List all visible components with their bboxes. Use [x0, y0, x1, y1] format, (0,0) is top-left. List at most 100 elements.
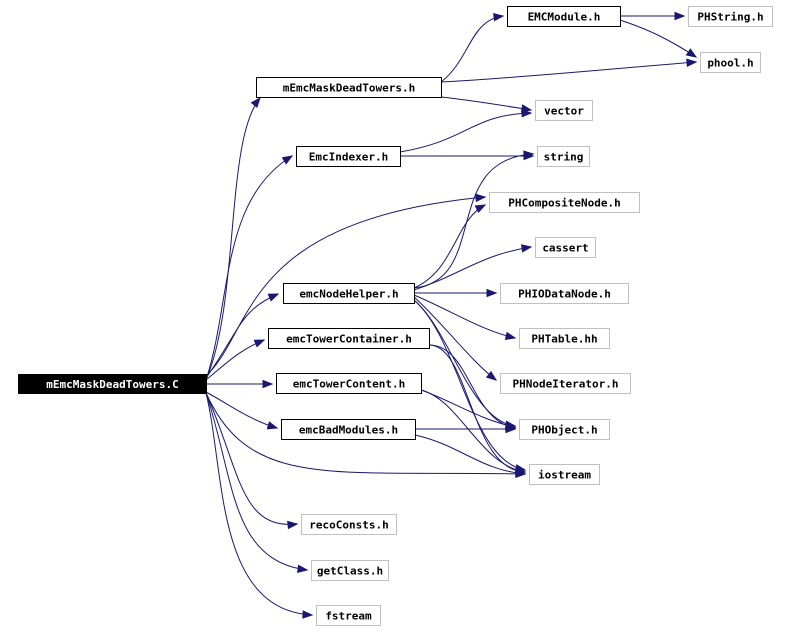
edge-emcbadmodules-to-phobject — [414, 424, 517, 434]
node-phobject: PHObject.h — [519, 419, 610, 440]
edge-root-to-emctowercontainer — [205, 339, 266, 381]
edge-emctowercontainer-to-iostream — [428, 344, 527, 476]
edge-mmdt_h-to-phool — [440, 58, 698, 83]
edge-line — [205, 392, 526, 475]
edge-emcnodehelper-to-string — [413, 150, 535, 289]
edge-line — [205, 392, 313, 616]
edge-line — [413, 299, 526, 471]
edge-root-to-fstream — [205, 392, 314, 619]
node-box — [18, 374, 207, 394]
arrow-head-icon — [521, 109, 533, 118]
edge-emcindexer-to-string — [399, 151, 535, 161]
edge-root-to-emcbadmodules — [205, 391, 279, 430]
arrow-head-icon — [297, 564, 309, 573]
node-box — [489, 192, 640, 213]
node-string: string — [537, 146, 590, 167]
edge-emcmodule-to-phool — [619, 19, 698, 58]
node-box — [688, 6, 773, 27]
node-label: PHTable.hh — [531, 333, 597, 346]
node-label: cassert — [542, 242, 588, 255]
node-label: mEmcMaskDeadTowers.C — [46, 378, 178, 391]
edge-emcnodehelper-to-phiodatanode — [413, 288, 498, 298]
node-box — [311, 560, 389, 581]
node-label: getClass.h — [317, 565, 383, 578]
edge-emcmodule-to-phstring — [620, 11, 686, 21]
node-emctowercontent[interactable]: emcTowerContent.h — [276, 373, 422, 394]
node-label: vector — [544, 105, 584, 118]
arrow-head-icon — [674, 11, 686, 21]
arrow-head-icon — [250, 96, 261, 109]
node-box — [529, 464, 600, 485]
node-phcomposite: PHCompositeNode.h — [489, 192, 640, 213]
node-label: string — [544, 151, 584, 164]
edge-root-to-emcnodehelper — [205, 293, 280, 379]
arrow-head-icon — [515, 468, 527, 478]
edge-line — [413, 204, 486, 289]
node-box — [276, 373, 422, 394]
node-emcbadmodules[interactable]: emcBadModules.h — [281, 419, 416, 440]
edge-line — [440, 15, 504, 83]
node-cassert: cassert — [535, 237, 596, 258]
node-phstring: PHString.h — [688, 6, 773, 27]
node-box — [316, 605, 381, 626]
node-mmdt_h[interactable]: mEmcMaskDeadTowers.h — [256, 77, 442, 98]
node-emcmodule[interactable]: EMCModule.h — [507, 6, 621, 27]
node-iostream: iostream — [529, 464, 600, 485]
node-label: PHCompositeNode.h — [508, 197, 621, 210]
node-label: iostream — [538, 469, 591, 482]
arrow-head-icon — [504, 331, 517, 341]
edge-line — [399, 112, 532, 153]
arrow-head-icon — [474, 204, 487, 214]
node-label: PHObject.h — [531, 424, 597, 437]
node-label: PHIODataNode.h — [518, 288, 611, 301]
node-phtable: PHTable.hh — [519, 328, 610, 349]
arrow-head-icon — [485, 370, 498, 381]
arrow-head-icon — [253, 339, 266, 348]
edge-emcnodehelper-to-phnodeiterator — [413, 296, 498, 381]
edge-root-to-getclass — [205, 392, 309, 573]
arrow-head-icon — [262, 379, 274, 389]
edge-root-to-recoconsts — [205, 392, 299, 530]
edge-emcnodehelper-to-phcomposite — [413, 204, 487, 289]
edge-root-to-mmdt_h — [205, 96, 261, 381]
edge-line — [205, 97, 261, 381]
node-label: PHNodeIterator.h — [513, 378, 619, 391]
node-emcindexer[interactable]: EmcIndexer.h — [296, 146, 401, 167]
node-root[interactable]: mEmcMaskDeadTowers.C — [18, 374, 207, 394]
node-emcnodehelper[interactable]: emcNodeHelper.h — [283, 283, 415, 304]
node-label: emcTowerContainer.h — [286, 333, 412, 346]
node-label: PHString.h — [697, 11, 763, 24]
edge-line — [440, 61, 697, 83]
node-label: emcBadModules.h — [299, 424, 398, 437]
arrow-head-icon — [475, 193, 487, 203]
edge-root-to-phcomposite — [205, 193, 487, 377]
node-emctowercontainer[interactable]: emcTowerContainer.h — [268, 328, 430, 349]
edge-line — [205, 196, 486, 377]
edge-line — [205, 155, 293, 381]
node-box — [500, 283, 629, 304]
edge-emcnodehelper-to-phtable — [413, 294, 517, 341]
node-box — [283, 283, 415, 304]
arrow-head-icon — [281, 155, 294, 165]
node-box — [268, 328, 430, 349]
edge-line — [413, 294, 516, 339]
edge-emcnodehelper-to-cassert — [413, 244, 533, 291]
edge-line — [420, 389, 526, 473]
edge-root-to-emcindexer — [205, 155, 294, 381]
arrow-head-icon — [505, 424, 517, 434]
node-box — [281, 419, 416, 440]
node-box — [301, 514, 397, 535]
node-box — [256, 77, 442, 98]
edge-line — [205, 392, 308, 571]
edge-emcbadmodules-to-iostream — [414, 434, 527, 478]
node-box — [507, 6, 621, 27]
edge-line — [428, 344, 526, 473]
node-phiodatanode: PHIODataNode.h — [500, 283, 629, 304]
edge-emctowercontent-to-iostream — [420, 389, 527, 475]
arrow-head-icon — [302, 610, 314, 619]
edge-line — [440, 96, 532, 111]
edge-line — [205, 391, 278, 429]
edge-line — [413, 246, 532, 291]
node-vector: vector — [535, 100, 593, 121]
